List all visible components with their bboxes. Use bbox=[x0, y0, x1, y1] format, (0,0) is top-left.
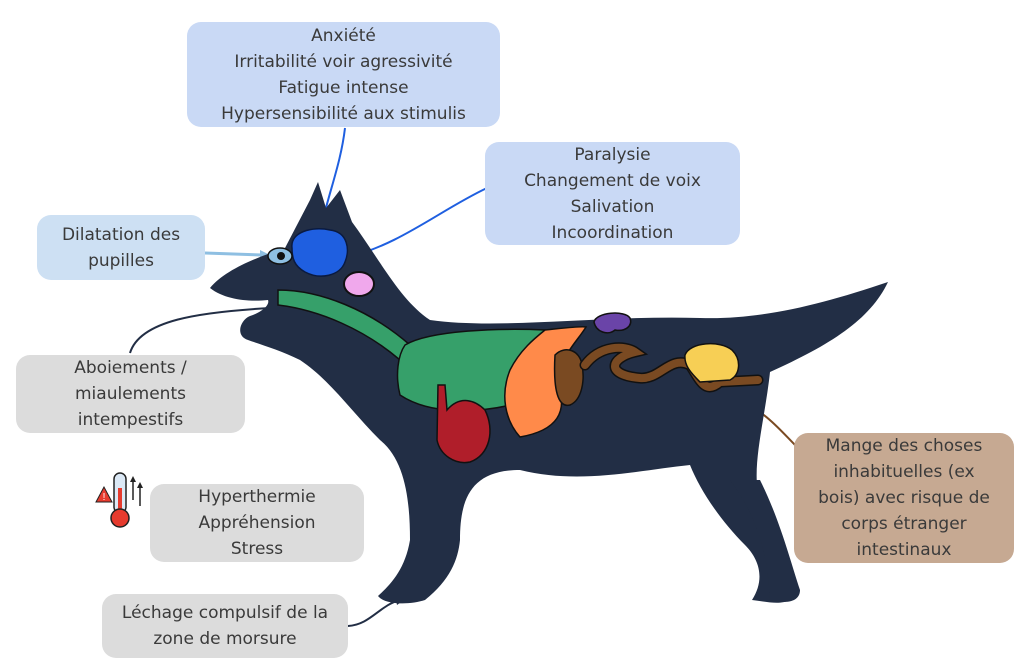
spleen-organ bbox=[593, 312, 632, 334]
symptom-text: Aboiements / bbox=[74, 358, 187, 378]
pupil bbox=[277, 252, 285, 260]
symptom-text: intestinaux bbox=[856, 540, 952, 560]
gland-organ bbox=[343, 271, 375, 297]
symptom-text: Léchage compulsif de la bbox=[121, 603, 329, 623]
symptom-text: Salivation bbox=[570, 196, 655, 217]
stomach-organ bbox=[553, 349, 584, 406]
brain-organ bbox=[291, 228, 349, 277]
connector-lick bbox=[347, 599, 401, 627]
symptom-text: Hyperthermie bbox=[198, 487, 316, 507]
symptom-text: inhabituelles (ex bbox=[833, 462, 975, 482]
svg-text:!: ! bbox=[103, 492, 106, 503]
box-motor-symptoms: Paralysie Changement de voix Salivation … bbox=[485, 142, 740, 245]
symptom-text: Fatigue intense bbox=[278, 77, 409, 98]
symptom-text: Hypersensibilité aux stimulis bbox=[221, 103, 466, 124]
symptom-text: Paralysie bbox=[574, 144, 651, 165]
dog-back-leg bbox=[730, 480, 800, 602]
bladder-organ bbox=[684, 343, 740, 383]
symptom-text: Irritabilité voir agressivité bbox=[234, 51, 453, 72]
symptom-text: corps étranger bbox=[841, 514, 967, 534]
symptom-text: Stress bbox=[230, 539, 284, 559]
symptom-text: bois) avec risque de bbox=[818, 488, 990, 508]
thermometer-warning-icon: ! bbox=[95, 472, 143, 528]
symptom-text: Incoordination bbox=[551, 222, 674, 243]
symptom-text: Anxiété bbox=[311, 25, 376, 46]
box-gut-symptoms: Mange des choses inhabituelles (ex bois)… bbox=[794, 433, 1014, 563]
connector-voice bbox=[129, 307, 271, 354]
symptom-text: Appréhension bbox=[198, 513, 316, 533]
connector-eye bbox=[204, 251, 263, 257]
symptom-text: Dilatation des bbox=[61, 224, 181, 245]
box-eye-symptoms: Dilatation des pupilles bbox=[37, 215, 205, 280]
symptom-text: Changement de voix bbox=[524, 170, 701, 191]
symptom-text: intempestifs bbox=[77, 410, 184, 430]
symptom-text: zone de morsure bbox=[153, 629, 297, 649]
box-voice-symptoms: Aboiements / miaulements intempestifs bbox=[16, 355, 245, 433]
box-temperature-symptoms: Hyperthermie Appréhension Stress bbox=[150, 484, 364, 562]
symptom-text: miaulements bbox=[75, 384, 186, 404]
symptom-text: Mange des choses bbox=[825, 436, 983, 456]
box-licking-symptoms: Léchage compulsif de la zone de morsure bbox=[102, 594, 348, 658]
box-neuro-symptoms: Anxiété Irritabilité voir agressivité Fa… bbox=[187, 22, 500, 127]
symptom-text: pupilles bbox=[88, 250, 154, 271]
heart-organ bbox=[436, 384, 491, 464]
